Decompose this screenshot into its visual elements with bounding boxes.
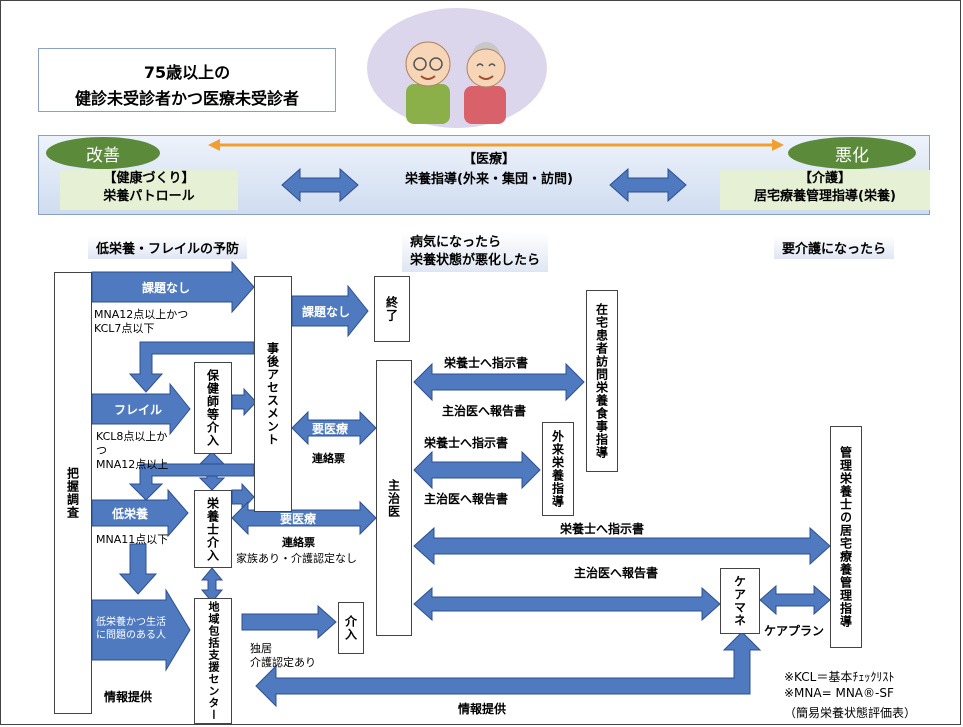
shiji-1-label: 栄養士へ指示書	[444, 356, 529, 370]
improve-ellipse: 改善	[46, 137, 160, 169]
care-label: 【介護】	[798, 171, 851, 186]
kainyu-box: 介入	[338, 602, 364, 654]
eiyoushi-box: 栄養士介入	[194, 490, 232, 568]
arrow-problem	[91, 588, 191, 672]
care-sub: 居宅療養管理指導(栄養)	[754, 189, 896, 204]
haaku-box: 把握調査	[54, 272, 92, 714]
jigo-assessment-box: 事後アセスメント	[254, 276, 292, 512]
teieiyou-problem-label: 低栄養かつ生活に問題のある人	[96, 617, 166, 641]
arrow-joho	[255, 631, 762, 708]
band-arrows	[208, 139, 784, 203]
kcl8-2: つ	[96, 444, 107, 457]
medical-label: 【医療】	[462, 152, 515, 167]
kanri-box: 管理栄養士の居宅療養管理指導	[830, 426, 862, 648]
chiiki-box: 地域包括支援センター	[194, 598, 232, 724]
arrow-bend-1	[128, 341, 255, 393]
arrow-shuji-caremane	[413, 586, 721, 622]
houkoku-2-label: 主治医へ報告書	[424, 492, 509, 506]
arrow-shiji-2	[413, 450, 541, 490]
arrow-frail	[91, 382, 191, 436]
shiji-3-label: 栄養士へ指示書	[560, 522, 645, 536]
kcl8-1: KCL8点以上か	[96, 430, 168, 443]
kadai-nashi-1-label: 課題なし	[142, 281, 191, 295]
yoiryou-2-label: 要医療	[280, 512, 317, 526]
worsen-label: 悪化	[835, 145, 869, 166]
houkoku-1-label: 主治医へ報告書	[442, 404, 527, 418]
teieiyou-label: 低栄養	[112, 507, 149, 521]
joho-1-label: 情報提供	[104, 690, 153, 704]
frail-label: フレイル	[114, 403, 163, 417]
arrow-hokenshi-jigo	[231, 387, 257, 417]
title-line2: 健診未受診者かつ医療未受診者	[74, 89, 299, 108]
health-sub: 栄養パトロール	[103, 189, 195, 204]
arrow-eiyou-chiiki	[200, 567, 224, 603]
kadai-nashi-2-label: 課題なし	[302, 305, 351, 319]
shuryo-box: 終了	[374, 276, 410, 342]
kaigo-nintei-label: 介護認定あり	[250, 656, 316, 669]
kazoku-label: 家族あり・介護認定なし	[236, 552, 357, 565]
kcl8-3: MNA12点以上	[96, 458, 169, 471]
arrow-down-problem	[118, 543, 158, 595]
shujii-box: 主治医	[376, 360, 412, 636]
arrow-teieiyou	[91, 488, 189, 538]
improve-label: 改善	[86, 145, 120, 166]
care-box: 【介護】 居宅療養管理指導(栄養)	[720, 170, 930, 210]
health-label: 【健康づくり】	[103, 171, 195, 186]
careplan-label: ケアプラン	[764, 624, 825, 638]
note-mna: ※MNA= MNA®-SF	[784, 686, 894, 700]
renrakuhyo-2: 連絡票	[282, 536, 315, 549]
header-care-needed: 要介護になったら	[774, 236, 895, 259]
arrow-kadai-nashi-1	[91, 260, 255, 314]
houkoku-3-label: 主治医へ報告書	[574, 566, 659, 580]
header-illness: 病気になったら 栄養状態が悪化したら	[402, 232, 549, 272]
elderly-couple-illustration	[367, 8, 547, 128]
arrow-eiyou-jigo	[231, 482, 255, 512]
header-prevention: 低栄養・フレイルの予防	[88, 236, 248, 259]
medical-sub: 栄養指導(外来・集団・訪問)	[405, 172, 573, 187]
arrow-shiji-1	[413, 362, 585, 402]
mna12-kcl7-2: KCL7点以下	[94, 322, 155, 335]
header-illness-1: 病気になったら	[410, 235, 502, 250]
zaitaku-box: 在宅患者訪問栄養食事指導	[586, 290, 618, 472]
arrow-caremane-kanri	[759, 584, 831, 616]
medical-box: 【医療】 栄養指導(外来・集団・訪問)	[374, 150, 604, 194]
mna12-kcl7-1: MNA12点以上かつ	[94, 308, 189, 321]
dokkyo-label: 独居	[250, 642, 272, 655]
caremane-box: ケアマネ	[720, 568, 760, 634]
title-line1: 75歳以上の	[143, 63, 231, 82]
yoiryou-1-label: 要医療	[312, 422, 349, 436]
mna11: MNA11点以下	[96, 533, 169, 546]
renrakuhyo-1: 連絡票	[312, 452, 345, 465]
joho-2-label: 情報提供	[458, 702, 507, 716]
arrow-chiiki-kainyu	[241, 604, 337, 640]
worsen-ellipse: 悪化	[788, 137, 916, 169]
shiji-2-label: 栄養士へ指示書	[424, 436, 509, 450]
header-illness-2: 栄養状態が悪化したら	[410, 253, 541, 268]
arrow-kadai-nashi-2	[291, 284, 369, 338]
note-mna-full: （簡易栄養状態評価表）	[784, 706, 917, 720]
title-box: 75歳以上の 健診未受診者かつ医療未受診者	[38, 48, 336, 112]
arrow-bend-2	[128, 463, 255, 501]
note-kcl: ※KCL＝基本ﾁｪｯｸﾘｽﾄ	[784, 670, 895, 684]
health-promotion-box: 【健康づくり】 栄養パトロール	[60, 170, 238, 210]
hokenshi-box: 保健師等介入	[194, 362, 232, 454]
gairai-box: 外来栄養指導	[542, 422, 574, 516]
